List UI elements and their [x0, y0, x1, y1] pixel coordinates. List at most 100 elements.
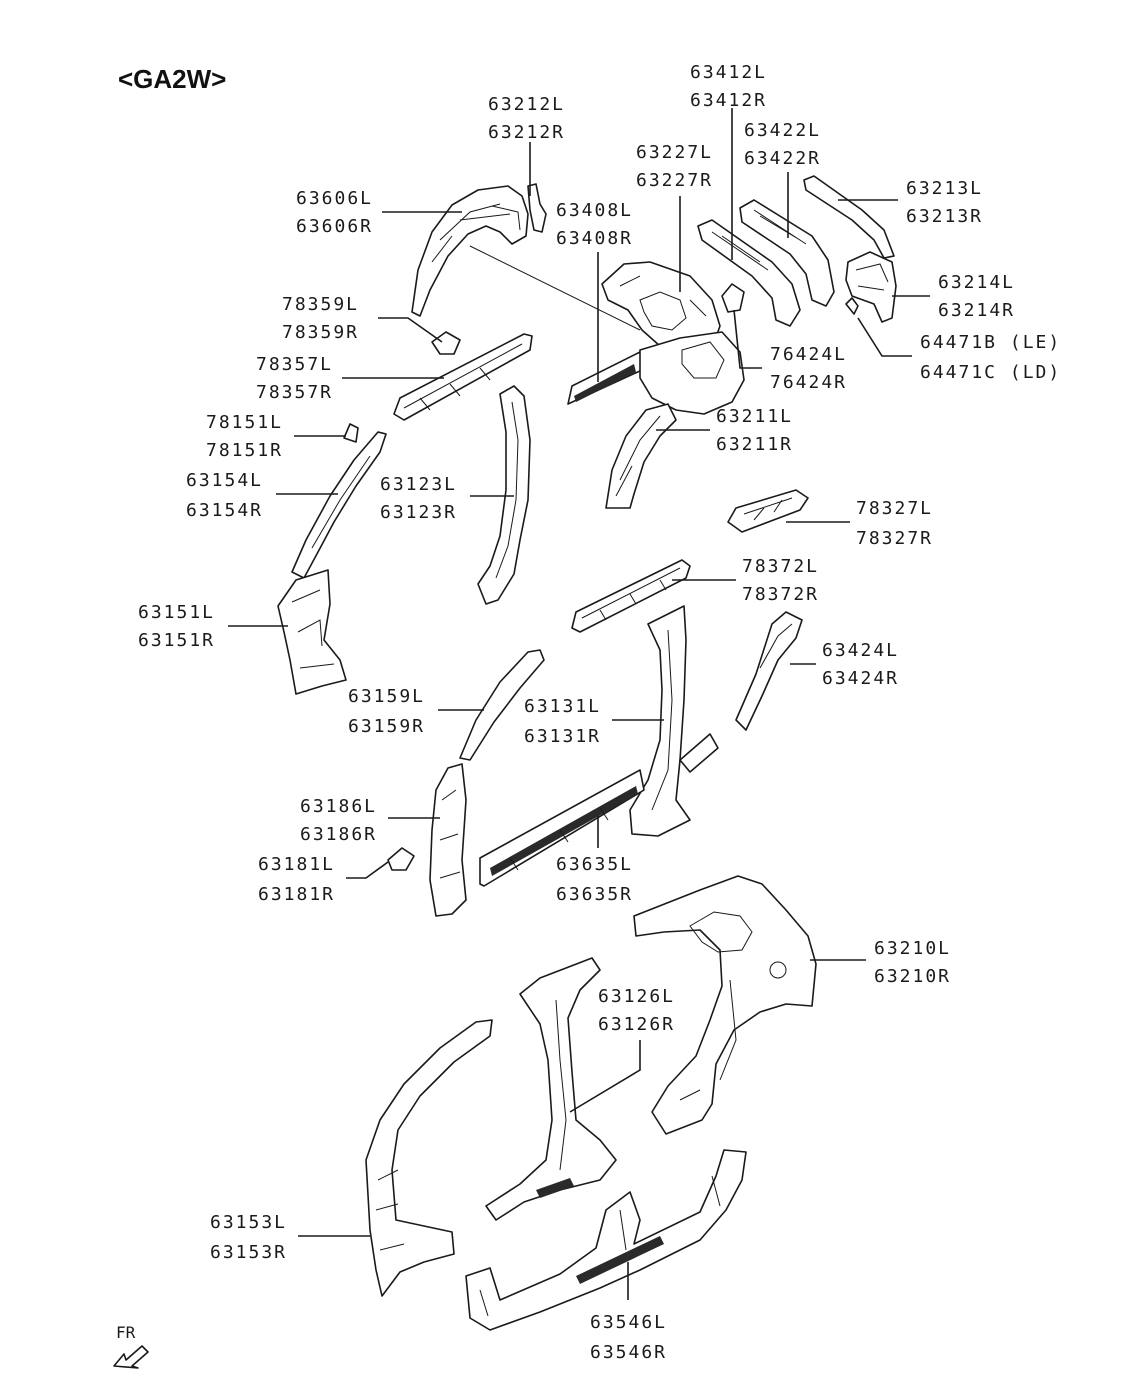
part-number-label: 63151R [138, 630, 215, 651]
part-63546-side-sill-outer [465, 1149, 747, 1331]
part-number-label: 63123R [380, 502, 457, 523]
part-78359-clip [431, 331, 461, 355]
callout-63123: 63123L 63123R [380, 474, 457, 523]
part-number-label: 63412L [690, 62, 767, 83]
part-number-label: 64471C (LD) [920, 362, 1061, 383]
callout-63412: 63412L 63412R [690, 62, 767, 111]
callout-63635: 63635L 63635R [556, 854, 633, 905]
callout-63422: 63422L 63422R [744, 120, 821, 169]
front-indicator-label: FR [116, 1323, 136, 1342]
part-78372-roof-rail [571, 559, 691, 633]
part-number-label: 78151L [206, 412, 283, 433]
part-number-label: 63210R [874, 966, 951, 987]
part-number-label: 63606R [296, 216, 373, 237]
part-78357-roof-rail [393, 333, 533, 421]
leader-lines [228, 108, 930, 1300]
part-number-label: 63214R [938, 300, 1015, 321]
part-number-label: 63159L [348, 686, 425, 707]
part-63211-wheelhouse-outer [605, 403, 677, 509]
part-63210-quarter-outer [633, 875, 817, 1135]
part-number-label: 63227R [636, 170, 713, 191]
part-number-label: 63126R [598, 1014, 675, 1035]
part-number-label: 78151R [206, 440, 283, 461]
callout-78359: 78359L 78359R [282, 294, 359, 343]
part-63154-front-pillar-upper [291, 431, 387, 579]
callout-76424: 76424L 76424R [770, 344, 847, 393]
callout-63212: 63212L 63212R [488, 94, 565, 143]
callout-63210: 63210L 63210R [874, 938, 951, 987]
part-63151-front-pillar-lower [277, 569, 347, 695]
part-number-label: 63159R [348, 716, 425, 737]
callout-63408: 63408L 63408R [556, 200, 633, 249]
part-number-label: 63635L [556, 854, 633, 875]
part-number-label: 63606L [296, 188, 373, 209]
part-number-label: 63210L [874, 938, 951, 959]
front-direction-arrow-icon [113, 1345, 149, 1369]
part-63123-center-pillar-inner [477, 385, 531, 605]
callout-63227: 63227L 63227R [636, 142, 713, 191]
callout-63151: 63151L 63151R [138, 602, 215, 651]
part-number-label: 76424L [770, 344, 847, 365]
callout-78327: 78327L 78327R [856, 498, 933, 549]
callout-labels: 63412L 63412R 63212L 63212R 63422L 63422… [138, 62, 1061, 1363]
part-number-label: 78359L [282, 294, 359, 315]
part-64471-clip [845, 297, 859, 315]
part-number-label: 63123L [380, 474, 457, 495]
part-number-label: 63424L [822, 640, 899, 661]
callout-63424: 63424L 63424R [822, 640, 899, 689]
callout-63153: 63153L 63153R [210, 1212, 287, 1263]
part-number-label: 63213L [906, 178, 983, 199]
part-63635-side-sill-inner [479, 769, 645, 887]
part-number-label: 63546R [590, 1342, 667, 1363]
part-number-label: 63154L [186, 470, 263, 491]
callout-78151: 78151L 78151R [206, 412, 283, 461]
part-63227-quarter-inner-lower [639, 331, 745, 415]
part-63212-bracket [527, 183, 547, 233]
part-number-label: 63151L [138, 602, 215, 623]
part-63412-rail [697, 219, 801, 327]
part-number-label: 63154R [186, 500, 263, 521]
part-number-label: 63214L [938, 272, 1015, 293]
part-number-label: 63412R [690, 90, 767, 111]
part-76424-bracket [721, 283, 745, 313]
part-number-label: 63408L [556, 200, 633, 221]
callout-63213: 63213L 63213R [906, 178, 983, 227]
part-number-label: 63181R [258, 884, 335, 905]
part-number-label: 63131R [524, 726, 601, 747]
callout-78357: 78357L 78357R [256, 354, 331, 403]
part-63408-brace [567, 351, 643, 405]
part-number-label: 63212R [488, 122, 565, 143]
part-63424-brace [735, 611, 803, 731]
part-number-label: 78372L [742, 556, 819, 577]
part-63213-rail [803, 175, 895, 259]
part-number-label: 63186R [300, 824, 377, 845]
callout-63546: 63546L 63546R [590, 1312, 667, 1363]
part-number-label: 63546L [590, 1312, 667, 1333]
part-63126-center-pillar-outer [485, 957, 617, 1221]
part-number-label: 63131L [524, 696, 601, 717]
callout-63211: 63211L 63211R [716, 406, 791, 455]
part-number-label: 78327L [856, 498, 933, 519]
part-number-label: 63422R [744, 148, 821, 169]
callout-63126: 63126L 63126R [598, 986, 675, 1035]
assembly-guide-line [469, 245, 641, 331]
part-63159-roof-rail-front [459, 649, 545, 761]
part-63186-front-pillar-reinf [429, 763, 467, 917]
part-number-label: 64471B (LE) [920, 332, 1061, 353]
part-number-label: 63153L [210, 1212, 287, 1233]
part-number-label: 78372R [742, 584, 819, 605]
part-78327-bracket [727, 489, 809, 533]
part-63181-gusset [387, 847, 415, 871]
callout-78372: 78372L 78372R [742, 556, 819, 605]
callout-63186: 63186L 63186R [300, 796, 377, 845]
part-78151-clip [343, 423, 359, 443]
part-number-label: 63153R [210, 1242, 287, 1263]
part-63422-rail [739, 199, 835, 307]
part-63131-center-pillar [629, 605, 719, 837]
part-number-label: 63186L [300, 796, 377, 817]
part-63214-bracket [845, 251, 897, 323]
part-number-label: 63213R [906, 206, 983, 227]
callout-63159: 63159L 63159R [348, 686, 425, 737]
part-number-label: 63424R [822, 668, 899, 689]
